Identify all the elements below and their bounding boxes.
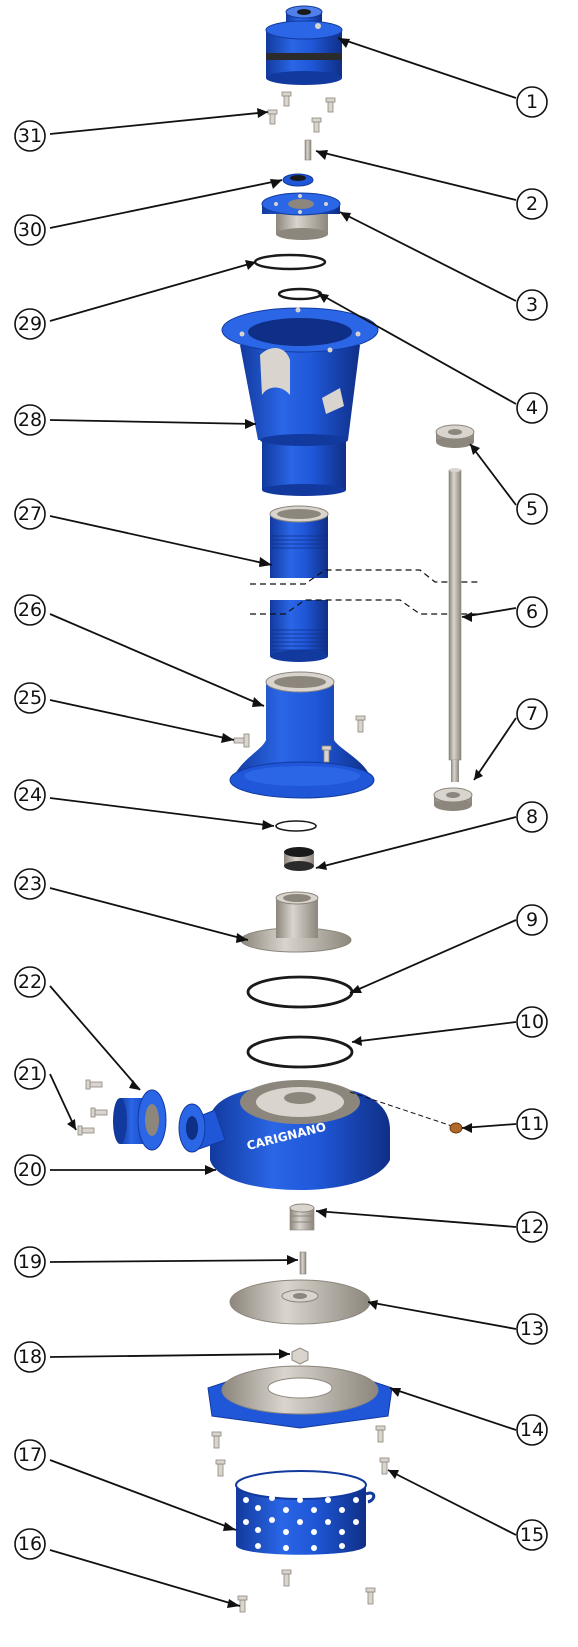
callout-9: 9: [516, 904, 548, 936]
part-25-bolts: [233, 715, 366, 763]
part-22-flange: [113, 1089, 167, 1151]
part-6-shaft: [448, 468, 462, 782]
callout-4: 4: [516, 392, 548, 424]
callout-15: 15: [516, 1519, 548, 1551]
callout-number: 9: [526, 909, 538, 931]
part-23-back-plate: [240, 891, 352, 953]
leader-arrowheads: [67, 38, 483, 1608]
part-1-coupling: [265, 5, 343, 85]
part-29-oring: [253, 253, 327, 271]
part-15-bolts: [211, 1425, 390, 1477]
part-30-nut: [282, 173, 314, 187]
callout-6: 6: [516, 596, 548, 628]
part-7-bearing: [433, 787, 473, 811]
callout-number: 2: [526, 193, 538, 215]
callout-25: 25: [14, 682, 46, 714]
callout-number: 21: [18, 1063, 42, 1085]
callout-7: 7: [516, 698, 548, 730]
callout-16: 16: [14, 1528, 46, 1560]
callout-number: 29: [18, 313, 42, 335]
callout-number: 4: [526, 397, 538, 419]
part-18-nut: [291, 1347, 309, 1365]
part-17-strainer: [235, 1470, 376, 1555]
callout-number: 11: [520, 1113, 544, 1135]
callout-22: 22: [14, 966, 46, 998]
part-4-oring: [277, 287, 323, 301]
callout-23: 23: [14, 868, 46, 900]
callout-number: 16: [18, 1533, 42, 1555]
callout-number: 8: [526, 806, 538, 828]
part-27-column-pipe: [269, 505, 329, 662]
part-3-bearing-cap: [261, 192, 341, 240]
callout-3: 3: [516, 289, 548, 321]
callout-number: 3: [526, 294, 538, 316]
part-12-seal: [289, 1203, 315, 1231]
callout-1: 1: [516, 86, 548, 118]
callout-14: 14: [516, 1414, 548, 1446]
callout-8: 8: [516, 801, 548, 833]
callout-number: 5: [526, 498, 538, 520]
part-28-motor-bracket: [221, 307, 379, 496]
callout-30: 30: [14, 214, 46, 246]
part-10-oring: [246, 1035, 354, 1069]
callout-13: 13: [516, 1313, 548, 1345]
callout-29: 29: [14, 308, 46, 340]
part-16-bolts: [237, 1569, 376, 1613]
callout-5: 5: [516, 493, 548, 525]
part-14-suction-plate: [207, 1365, 393, 1429]
callout-number: 19: [18, 1251, 42, 1273]
callout-number: 25: [18, 687, 42, 709]
callout-31: 31: [14, 120, 46, 152]
callout-11: 11: [516, 1108, 548, 1140]
part-9-oring: [246, 975, 354, 1009]
callout-number: 17: [18, 1444, 42, 1466]
callout-18: 18: [14, 1341, 46, 1373]
callout-number: 13: [520, 1318, 544, 1340]
callout-number: 28: [18, 409, 42, 431]
callouts: 1 2 3 4 5 6 7 8 9 10 11 12 13 14 15 16 1…: [14, 86, 548, 1560]
leader-lines: [49, 37, 517, 1607]
callout-number: 7: [526, 703, 538, 725]
part-20-pump-casing: CARIGNANO: [178, 1080, 390, 1190]
callout-28: 28: [14, 404, 46, 436]
callout-number: 24: [18, 784, 42, 806]
callout-number: 6: [526, 601, 538, 623]
part-8-mechanical-seal: [284, 847, 314, 871]
callout-21: 21: [14, 1058, 46, 1090]
part-2-key: [304, 139, 312, 161]
callout-number: 20: [18, 1159, 42, 1181]
callout-number: 22: [18, 971, 42, 993]
callout-number: 15: [520, 1524, 544, 1546]
callout-10: 10: [516, 1006, 548, 1038]
callout-17: 17: [14, 1439, 46, 1471]
callout-number: 1: [526, 91, 538, 113]
callout-24: 24: [14, 779, 46, 811]
callout-26: 26: [14, 594, 46, 626]
callout-19: 19: [14, 1246, 46, 1278]
part-19-key: [299, 1251, 307, 1275]
part-5-bearing: [435, 424, 475, 448]
callout-number: 12: [520, 1216, 544, 1238]
callout-number: 23: [18, 873, 42, 895]
part-11-plug: [349, 1091, 463, 1134]
callout-27: 27: [14, 498, 46, 530]
part-13-impeller: [229, 1279, 371, 1325]
callout-number: 30: [18, 219, 42, 241]
callout-2: 2: [516, 188, 548, 220]
callout-number: 31: [18, 125, 42, 147]
callout-12: 12: [516, 1211, 548, 1243]
callout-number: 27: [18, 503, 42, 525]
part-24-circlip: [275, 820, 317, 832]
length-break-lines: [250, 569, 480, 615]
callout-number: 14: [520, 1419, 544, 1441]
callout-20: 20: [14, 1154, 46, 1186]
part-21-bolts: [77, 1079, 108, 1136]
part-26-discharge-support: [229, 671, 375, 799]
callout-number: 18: [18, 1346, 42, 1368]
part-31-bolts: [267, 91, 336, 133]
callout-number: 10: [520, 1011, 544, 1033]
callout-number: 26: [18, 599, 42, 621]
